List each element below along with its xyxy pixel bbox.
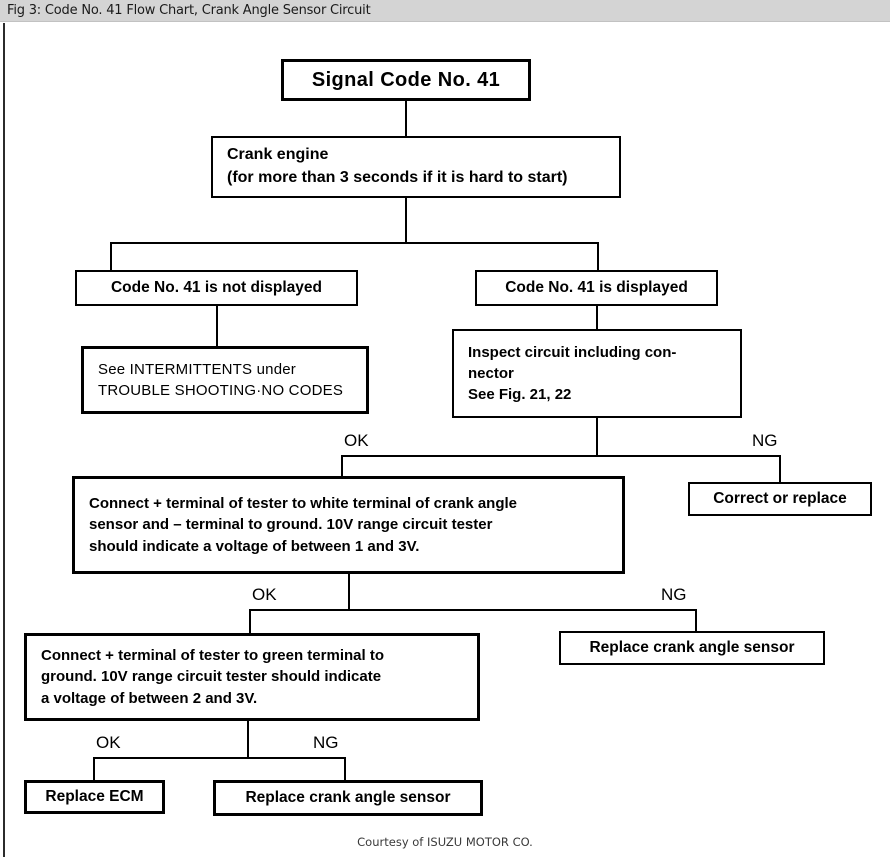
- edge-crank-split-bar: [110, 242, 599, 244]
- node-label-line1: See INTERMITTENTS under: [98, 360, 296, 378]
- node-label: Signal Code No. 41: [311, 68, 501, 91]
- node-label-line2: ground. 10V range circuit tester should …: [41, 668, 382, 686]
- node-label-line3: should indicate a voltage of between 1 a…: [89, 537, 420, 555]
- edge-green-terminal-stem: [247, 721, 249, 757]
- branch-label-ok-1: OK: [344, 431, 369, 450]
- node-label-line1: Inspect circuit including con-: [468, 343, 677, 361]
- branch-label-ng-2: NG: [661, 585, 687, 604]
- edge-white-terminal-split-bar: [249, 609, 697, 611]
- figure-title-bar: Fig 3: Code No. 41 Flow Chart, Crank Ang…: [0, 0, 890, 22]
- branch-label-ng-1: NG: [752, 431, 778, 450]
- edge-start-to-crank: [405, 101, 407, 136]
- edge-green-ng-drop: [344, 757, 346, 780]
- node-label-line2: sensor and – terminal to ground. 10V ran…: [89, 516, 493, 534]
- node-label: Code No. 41 is displayed: [505, 279, 688, 296]
- edge-crank-stem: [405, 198, 407, 242]
- node-replace-sensor-1: Replace crank angle sensor: [559, 631, 825, 665]
- edge-white-ok-drop: [249, 609, 251, 633]
- edge-green-ok-drop: [93, 757, 95, 780]
- edge-inspect-ng-drop: [779, 455, 781, 482]
- node-label: Replace crank angle sensor: [589, 639, 795, 656]
- flowchart-canvas: Signal Code No. 41 Crank engine (for mor…: [0, 23, 890, 857]
- node-signal-code-41: Signal Code No. 41: [281, 59, 531, 101]
- node-replace-ecm: Replace ECM: [24, 780, 165, 814]
- node-label-line3: a voltage of between 2 and 3V.: [41, 689, 258, 707]
- node-replace-sensor-2: Replace crank angle sensor: [213, 780, 483, 816]
- edge-to-displayed: [597, 242, 599, 270]
- edge-inspect-stem: [596, 418, 598, 455]
- node-label-line1: Connect + terminal of tester to green te…: [41, 647, 384, 665]
- node-label-line1: Connect + terminal of tester to white te…: [89, 495, 518, 513]
- edge-green-terminal-split-bar: [93, 757, 346, 759]
- edge-inspect-ok-drop: [341, 455, 343, 476]
- node-code-not-displayed: Code No. 41 is not displayed: [75, 270, 358, 306]
- node-label-line2: nector: [468, 364, 514, 382]
- node-label: Replace crank angle sensor: [245, 789, 451, 806]
- node-correct-or-replace: Correct or replace: [688, 482, 872, 516]
- branch-label-ok-3: OK: [96, 733, 121, 752]
- node-label: Correct or replace: [713, 490, 847, 507]
- branch-label-ng-3: NG: [313, 733, 339, 752]
- edge-displayed-to-inspect: [596, 306, 598, 329]
- node-inspect-circuit: Inspect circuit including con- nector Se…: [452, 329, 742, 418]
- branch-label-ok-2: OK: [252, 585, 277, 604]
- node-label-line3: See Fig. 21, 22: [468, 386, 572, 404]
- figure-credit: Courtesy of ISUZU MOTOR CO.: [357, 835, 533, 849]
- node-see-intermittents: See INTERMITTENTS under TROUBLE SHOOTING…: [81, 346, 369, 414]
- edge-inspect-split-bar: [341, 455, 781, 457]
- node-label: Code No. 41 is not displayed: [110, 279, 322, 296]
- node-label: Replace ECM: [45, 788, 144, 805]
- node-white-terminal-test: Connect + terminal of tester to white te…: [72, 476, 625, 574]
- node-green-terminal-test: Connect + terminal of tester to green te…: [24, 633, 480, 721]
- node-code-displayed: Code No. 41 is displayed: [475, 270, 718, 306]
- edge-not-displayed-to-intermittents: [216, 306, 218, 346]
- node-label-line2: TROUBLE SHOOTING·NO CODES: [98, 382, 344, 399]
- node-label-line2: (for more than 3 seconds if it is hard t…: [227, 169, 568, 186]
- page-edge-line: [3, 23, 5, 857]
- figure-caption: Fig 3: Code No. 41 Flow Chart, Crank Ang…: [7, 3, 371, 18]
- edge-white-terminal-stem: [348, 574, 350, 609]
- edge-to-not-displayed: [110, 242, 112, 270]
- node-crank-engine: Crank engine (for more than 3 seconds if…: [211, 136, 621, 198]
- node-label-line1: Crank engine: [227, 146, 329, 164]
- edge-white-ng-drop: [695, 609, 697, 631]
